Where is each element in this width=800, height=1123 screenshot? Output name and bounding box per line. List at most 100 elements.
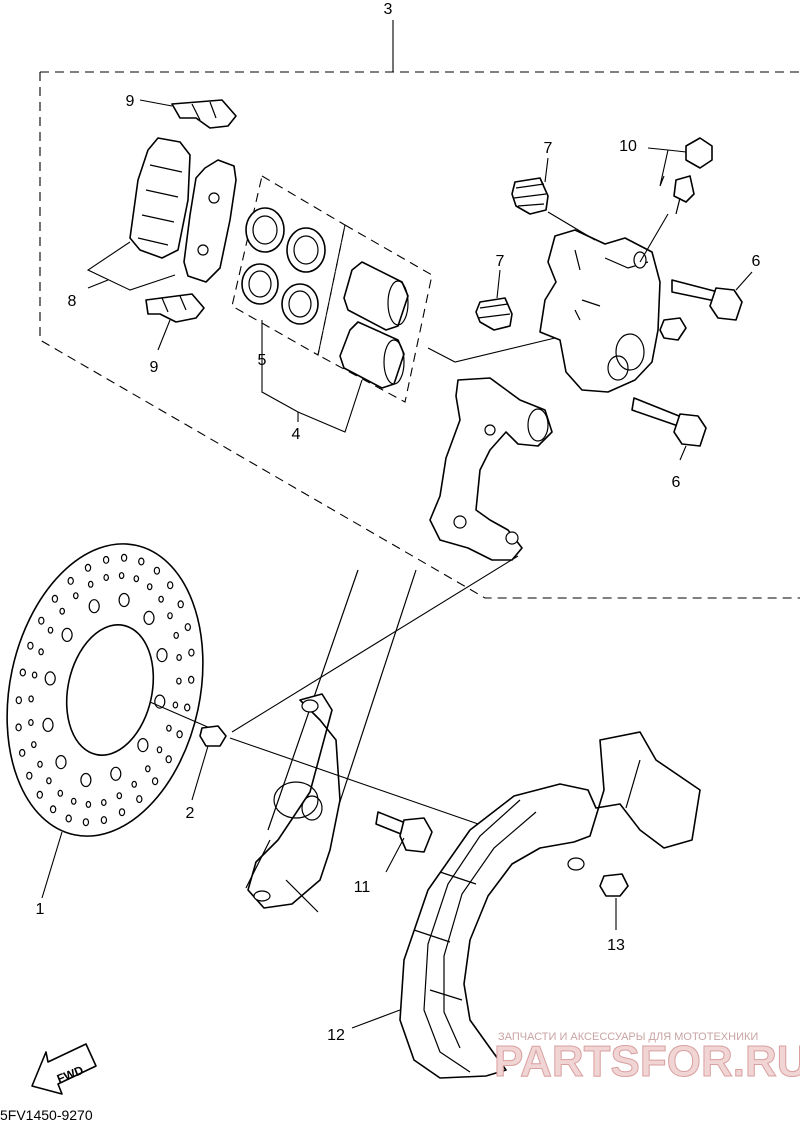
- disc-vent-hole: [118, 808, 126, 817]
- disc-vent-hole: [47, 626, 54, 634]
- callout-brackets-4-5: [261, 320, 363, 433]
- callout-7-lower: 7: [496, 253, 505, 270]
- disc-vent-hole: [38, 648, 44, 656]
- callout-4: 4: [292, 426, 301, 443]
- caliper-bolt-upper: [671, 271, 753, 321]
- disc-vent-hole: [70, 797, 77, 805]
- disc-vent-hole: [44, 671, 56, 686]
- disc-vent-hole: [28, 718, 34, 726]
- disc-vent-hole: [19, 748, 26, 757]
- disc-vent-hole: [177, 600, 184, 609]
- disc-vent-hole: [87, 580, 94, 588]
- caliper-body: [427, 211, 661, 393]
- screw-13: [599, 873, 629, 930]
- disc-vent-hole: [136, 795, 143, 804]
- callout-13: 13: [607, 937, 625, 954]
- disc-vent-hole: [173, 631, 180, 639]
- disc-vent-hole: [26, 771, 33, 780]
- disc-vent-hole: [165, 755, 172, 764]
- disc-vent-hole: [146, 583, 153, 591]
- forward-direction-arrow: FWD: [31, 1043, 97, 1095]
- disc-vent-hole: [131, 780, 138, 788]
- disc-vent-hole: [137, 737, 149, 753]
- callout-10: 10: [619, 138, 637, 155]
- disc-vent-hole: [118, 592, 130, 608]
- piston-seal-kit: [231, 175, 346, 356]
- callout-1: 1: [36, 901, 45, 918]
- disc-vent-hole: [55, 754, 67, 770]
- callout-8: 8: [68, 293, 77, 310]
- disc-vent-hole: [73, 592, 79, 600]
- disc-vent-hole: [151, 777, 159, 786]
- site-watermark: ЗАПЧАСТИ И АКСЕССУАРЫ ДЛЯ МОТОТЕХНИКИ PA…: [494, 1031, 800, 1087]
- disc-vent-hole: [145, 765, 151, 773]
- caliper-piston-kit: [317, 224, 433, 403]
- disc-vent-hole: [183, 703, 191, 712]
- disc-vent-hole: [30, 741, 37, 749]
- diagram-code: 5FV1450-9270: [0, 1107, 93, 1123]
- bleed-screw: [639, 137, 713, 263]
- disc-vent-hole: [37, 760, 43, 768]
- disc-vent-hole: [67, 576, 74, 585]
- callout-6-upper: 6: [752, 253, 761, 270]
- disc-vent-hole: [65, 814, 72, 823]
- disc-vent-hole: [46, 777, 52, 785]
- disc-vent-hole: [176, 730, 183, 739]
- slide-pin-boot-lower: [475, 269, 513, 331]
- disc-vent-hole: [120, 553, 128, 562]
- brake-disc: [6, 543, 211, 899]
- fork-leg: [245, 569, 417, 913]
- callout-11: 11: [354, 879, 371, 896]
- disc-vent-hole: [19, 668, 26, 677]
- disc-vent-hole: [61, 627, 73, 643]
- disc-vent-hole: [88, 599, 100, 614]
- callout-12: 12: [327, 1027, 345, 1044]
- disc-vent-hole: [172, 701, 179, 709]
- disc-vent-hole: [36, 790, 44, 799]
- watermark-brand: PARTSFOR.RU: [494, 1037, 800, 1086]
- disc-vent-hole: [156, 647, 168, 663]
- disc-vent-hole: [38, 616, 45, 625]
- disc-vent-hole: [158, 595, 164, 603]
- disc-vent-hole: [27, 641, 34, 650]
- disc-vent-hole: [176, 653, 182, 661]
- callout-9-lower: 9: [150, 359, 159, 376]
- callout-5: 5: [258, 352, 267, 369]
- caliper-nut: [659, 317, 687, 341]
- disc-vent-hole: [187, 675, 195, 684]
- disc-vent-hole: [153, 566, 161, 575]
- disc-vent-hole: [184, 623, 191, 632]
- callout-2: 2: [186, 805, 195, 822]
- disc-vent-hole: [84, 563, 92, 572]
- caliper-assembly-boundary: [39, 20, 800, 599]
- disc-vent-hole: [101, 798, 107, 806]
- disc-guard: [351, 731, 701, 1079]
- disc-vent-hole: [28, 695, 34, 703]
- disc-vent-hole: [103, 573, 110, 581]
- disc-vent-hole: [110, 766, 122, 781]
- disc-vent-hole: [133, 575, 140, 583]
- disc-vent-hole: [31, 671, 38, 679]
- disc-vent-hole: [167, 612, 173, 620]
- slide-pin-boot-upper: [511, 157, 549, 215]
- disc-vent-hole: [188, 648, 195, 657]
- disc-vent-hole: [49, 805, 57, 814]
- watermark-tagline: ЗАПЧАСТИ И АКСЕССУАРЫ ДЛЯ МОТОТЕХНИКИ: [498, 1031, 758, 1043]
- disc-vent-hole: [156, 746, 163, 754]
- brake-pad-set: [86, 137, 237, 291]
- pad-spring-upper: [139, 99, 237, 129]
- disc-vent-hole: [57, 789, 64, 797]
- disc-vent-hole: [143, 610, 155, 626]
- disc-vent-hole: [116, 792, 123, 800]
- disc-vent-hole: [82, 818, 90, 827]
- disc-vent-hole: [176, 677, 182, 685]
- disc-vent-hole: [80, 772, 92, 788]
- disc-vent-hole: [118, 572, 125, 580]
- callout-3: 3: [384, 1, 393, 18]
- disc-vent-hole: [138, 557, 145, 566]
- callout-labels: 3 9 8 9 5 4 7 7 10 6 6 2 1 11 13 12: [36, 1, 761, 1044]
- callout-7-upper: 7: [544, 140, 553, 157]
- disc-vent-hole: [166, 724, 172, 732]
- caliper-bracket: [231, 377, 553, 733]
